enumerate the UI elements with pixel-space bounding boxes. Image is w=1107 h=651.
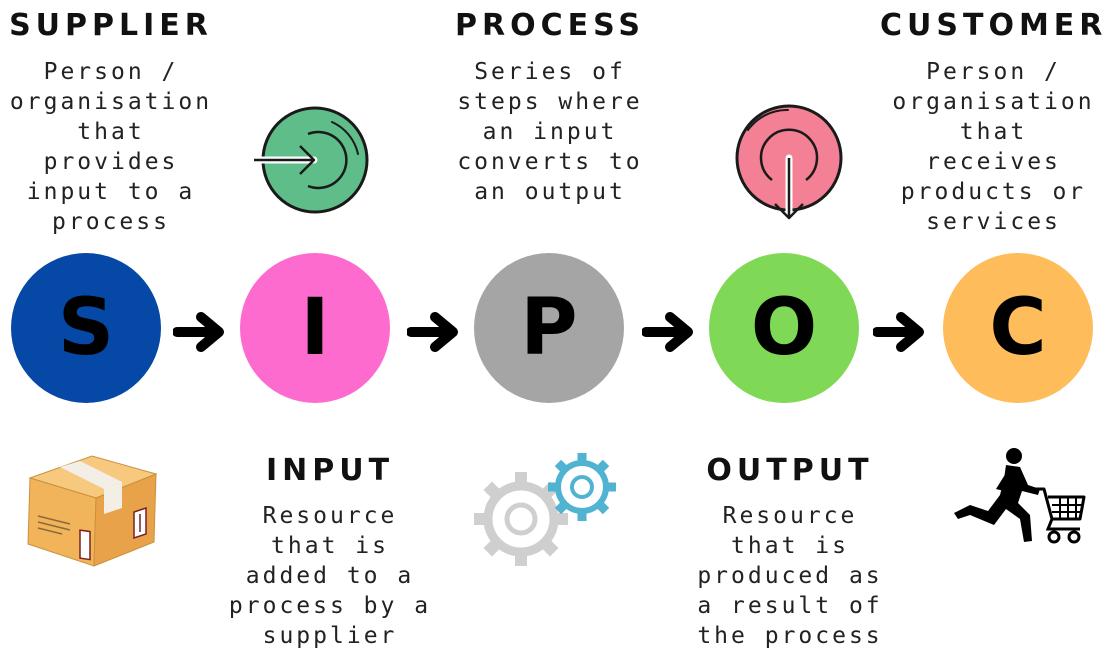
customer-description-line: organisation [892, 89, 1095, 115]
gears-icon [474, 453, 616, 566]
gear-tooth [515, 472, 527, 484]
customer-letter: C [989, 283, 1047, 373]
gear-tooth [577, 512, 587, 521]
gear-tooth [577, 453, 587, 462]
supplier-circle: S [11, 253, 161, 403]
right-arrow-icon [173, 312, 224, 352]
customer-circle: C [943, 253, 1093, 403]
gear-tooth [554, 459, 568, 473]
supplier-letter: S [57, 283, 115, 373]
output-description-line: the process [697, 623, 883, 649]
process-description-line: an output [474, 179, 626, 205]
customer-description-line: products or [900, 179, 1087, 205]
gear-tooth [607, 482, 616, 492]
process-description-line: converts to [457, 149, 643, 175]
gear-tooth [474, 513, 486, 525]
supplier-description-line: that [77, 119, 145, 145]
gear-tooth [556, 513, 568, 525]
customer-description-line: services [926, 209, 1061, 235]
output-description-line: that is [731, 533, 849, 559]
cardboard-box-icon [27, 455, 158, 567]
gear-tooth [483, 481, 501, 499]
customer-description-line: Person / [926, 59, 1061, 85]
right-arrow-icon [407, 312, 458, 352]
customer-description-line: that [959, 119, 1028, 145]
person-with-shopping-cart-icon [954, 448, 1086, 544]
input-description-line: Resource [262, 503, 398, 529]
supplier-description-line: Person / [43, 59, 179, 85]
process-letter: P [520, 283, 578, 373]
customer-heading: CUSTOMER [880, 8, 1107, 43]
output-description-line: produced as [697, 563, 883, 589]
output-description-line: a result of [697, 593, 883, 619]
gear-tooth [596, 459, 610, 473]
process-description: Series of steps where an input converts … [430, 57, 670, 207]
enter-arrow-circle-icon [250, 106, 369, 214]
input-letter: I [300, 283, 330, 373]
right-arrow-icon [873, 312, 924, 352]
process-description-line: Series of [474, 59, 626, 85]
supplier-description-line: input to a [26, 179, 196, 205]
right-arrow-icon [642, 312, 693, 352]
output-description: Resource that is produced as a result of… [670, 501, 910, 651]
supplier-description-line: process [52, 209, 170, 235]
input-description-line: that is [271, 533, 389, 559]
down-arrow-circle-icon [735, 104, 843, 222]
gear-tooth [596, 501, 610, 515]
supplier-description: Person / organisation that provides inpu… [0, 57, 222, 237]
input-description-line: process by a [228, 593, 432, 619]
process-circle: P [474, 253, 624, 403]
input-description-line: added to a [245, 563, 415, 589]
supplier-description-line: organisation [9, 89, 213, 115]
input-description-line: supplier [262, 623, 398, 649]
input-heading: INPUT [265, 453, 395, 488]
process-description-line: steps where [457, 89, 643, 115]
supplier-description-line: provides [43, 149, 179, 175]
output-letter: O [750, 283, 818, 373]
input-description: Resource that is added to a process by a… [210, 501, 450, 651]
input-circle: I [240, 253, 390, 403]
customer-description: Person / organisation that receives prod… [880, 57, 1107, 237]
supplier-heading: SUPPLIER [9, 8, 213, 43]
output-description-line: Resource [722, 503, 858, 529]
process-description-line: an input [482, 119, 618, 145]
gear-tooth [548, 482, 557, 492]
process-heading: PROCESS [455, 8, 645, 43]
output-heading: OUTPUT [706, 453, 874, 488]
output-circle: O [709, 253, 859, 403]
customer-description-line: receives [926, 149, 1061, 175]
gear-tooth [515, 554, 527, 566]
gear-tooth [554, 501, 568, 515]
